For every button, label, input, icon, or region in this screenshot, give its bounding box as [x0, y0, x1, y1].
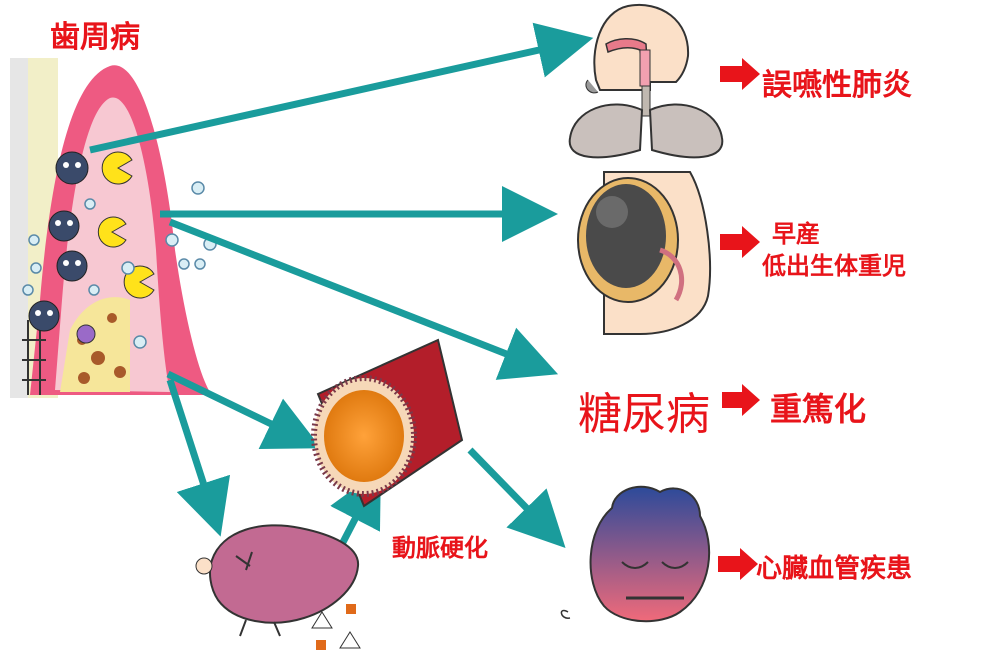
- red-arrow-diabetes: [722, 384, 760, 416]
- arrow-to-artery: [166, 370, 322, 449]
- label-cardiovascular-disease: 心臓血管疾患: [756, 554, 913, 584]
- red-arrow-preterm: [720, 226, 760, 258]
- liver-icon: [195, 524, 361, 650]
- label-aspiration-pneumonia: 誤嚥性肺炎: [762, 68, 912, 103]
- label-atherosclerosis: 動脈硬化: [392, 534, 488, 562]
- label-diabetes-severe: 重篤化: [770, 390, 867, 428]
- arrow-to-liver: [166, 378, 231, 537]
- lungs-icon: [568, 85, 724, 159]
- heart-icon: [560, 485, 711, 623]
- label-preterm-birth: 早産 低出生体重児: [762, 218, 906, 282]
- page-title: 歯周病: [50, 20, 140, 55]
- label-preterm-line2: 低出生体重児: [762, 252, 906, 280]
- head-throat-icon: [585, 4, 690, 94]
- artery-icon: [311, 338, 464, 508]
- label-preterm-line1: 早産: [772, 220, 820, 248]
- red-arrow-pneumonia: [720, 58, 760, 90]
- bacteria-icon: [28, 151, 89, 332]
- arrow-to-diabetes: [168, 218, 559, 380]
- arrow-to-pneumonia: [89, 22, 594, 154]
- pacman-icon: [97, 151, 155, 299]
- red-arrow-cvd: [718, 548, 758, 580]
- label-diabetes: 糖尿病: [578, 389, 710, 440]
- pregnant-uterus-icon: [577, 171, 711, 335]
- red-arrows: [718, 58, 760, 580]
- arrow-artery-to-heart: [467, 447, 566, 549]
